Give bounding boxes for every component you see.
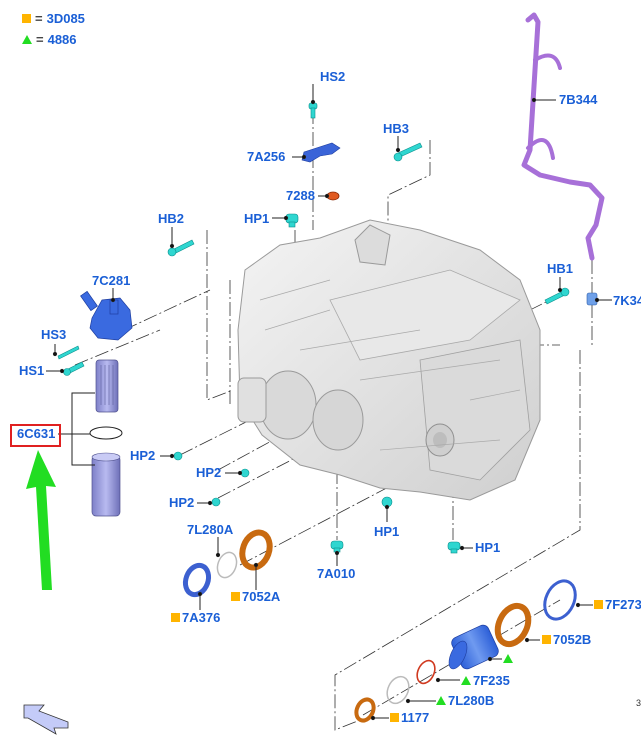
orange-square-icon (171, 613, 180, 622)
label-7052b: 7052B (542, 633, 591, 647)
label-7288: 7288 (286, 188, 315, 203)
filter-cup-6c631 (91, 452, 121, 517)
label-text: 7F235 (473, 673, 510, 688)
plug-hp2-a (173, 451, 183, 461)
bolt-hs1 (63, 361, 85, 376)
green-triangle-icon (436, 696, 446, 705)
plug-hp2-c (211, 497, 221, 507)
label-hp2-a: HP2 (130, 448, 156, 463)
seal-7052b (494, 602, 532, 648)
label-hs2: HS2 (320, 69, 346, 84)
orange-square-icon (542, 635, 551, 644)
label-text: 7052A (242, 589, 281, 604)
o-ring-7l280a (216, 551, 238, 579)
label-7c281: 7C281 (92, 273, 131, 288)
label-4886-marker (503, 652, 515, 666)
label-hp2-c: HP2 (169, 495, 195, 510)
orange-square-icon (390, 713, 399, 722)
legend-row-square: = 3D085 (22, 11, 85, 26)
label-7k34: 7K34 (613, 293, 641, 308)
seal-1177 (354, 697, 376, 723)
filter-element-6c631 (95, 359, 119, 413)
plug-7a010 (330, 540, 344, 553)
bolt-hs3 (57, 345, 80, 360)
orange-square-icon (231, 592, 240, 601)
legend-equals: = (36, 32, 44, 47)
label-7f235: 7F235 (461, 674, 510, 688)
orange-square-icon (22, 14, 31, 23)
label-7a376: 7A376 (171, 611, 220, 625)
plug-hp1-top (285, 213, 299, 228)
legend-row-triangle: = 4886 (22, 32, 77, 47)
transmission-case (237, 219, 541, 501)
snap-ring-7f235 (416, 659, 436, 685)
tube-7b344 (521, 12, 605, 261)
plug-hp1-right (447, 541, 461, 554)
label-hp2-b: HP2 (196, 465, 222, 480)
green-triangle-icon (22, 35, 32, 44)
corner-mark: 3 (636, 698, 641, 708)
label-hs3: HS3 (41, 327, 67, 342)
label-7b344: 7B344 (559, 92, 598, 107)
label-text: 7052B (553, 632, 592, 647)
label-text: 7A376 (182, 610, 221, 625)
legend-equals: = (35, 11, 43, 26)
label-7f273: 7F273 (594, 598, 641, 612)
green-triangle-icon (461, 676, 471, 685)
label-7a256: 7A256 (247, 149, 286, 164)
label-hp1-top: HP1 (244, 211, 270, 226)
orange-square-icon (594, 600, 603, 609)
label-6c631[interactable]: 6C631 (17, 426, 56, 441)
highlight-box (10, 424, 61, 447)
green-triangle-icon (503, 654, 513, 663)
label-text: 7L280B (448, 693, 495, 708)
orientation-arrow-icon (23, 704, 69, 735)
label-hs1: HS1 (19, 363, 45, 378)
label-1177: 1177 (390, 711, 429, 725)
o-ring-7l280b (386, 675, 410, 705)
label-hp1-right: HP1 (475, 540, 501, 555)
label-text: 1177 (401, 710, 430, 725)
legend-code: 4886 (47, 32, 77, 47)
seal-7052a (239, 529, 273, 571)
label-7052a: 7052A (231, 590, 280, 604)
label-hb3: HB3 (383, 121, 410, 136)
label-7l280a: 7L280A (187, 522, 234, 537)
bolt-hb3 (393, 142, 423, 162)
label-hb1: HB1 (547, 261, 574, 276)
label-hb2: HB2 (158, 211, 185, 226)
label-7l280b: 7L280B (436, 694, 494, 708)
label-text: 7F273 (605, 597, 641, 612)
seal-7a376 (182, 562, 212, 598)
seal-7f273 (543, 579, 577, 621)
legend-code: 3D085 (46, 11, 85, 26)
o-ring-6c631 (89, 426, 123, 440)
bushing-4886 (448, 624, 499, 670)
bolt-hs2 (308, 102, 318, 119)
label-7a010: 7A010 (317, 566, 356, 581)
filter-head-7c281 (80, 290, 133, 341)
bracket-7a256 (301, 142, 341, 163)
label-hp1-mid: HP1 (374, 524, 400, 539)
bolt-hb1 (544, 287, 570, 305)
plug-hp2-b (240, 468, 250, 478)
pointer-arrow (26, 450, 56, 590)
